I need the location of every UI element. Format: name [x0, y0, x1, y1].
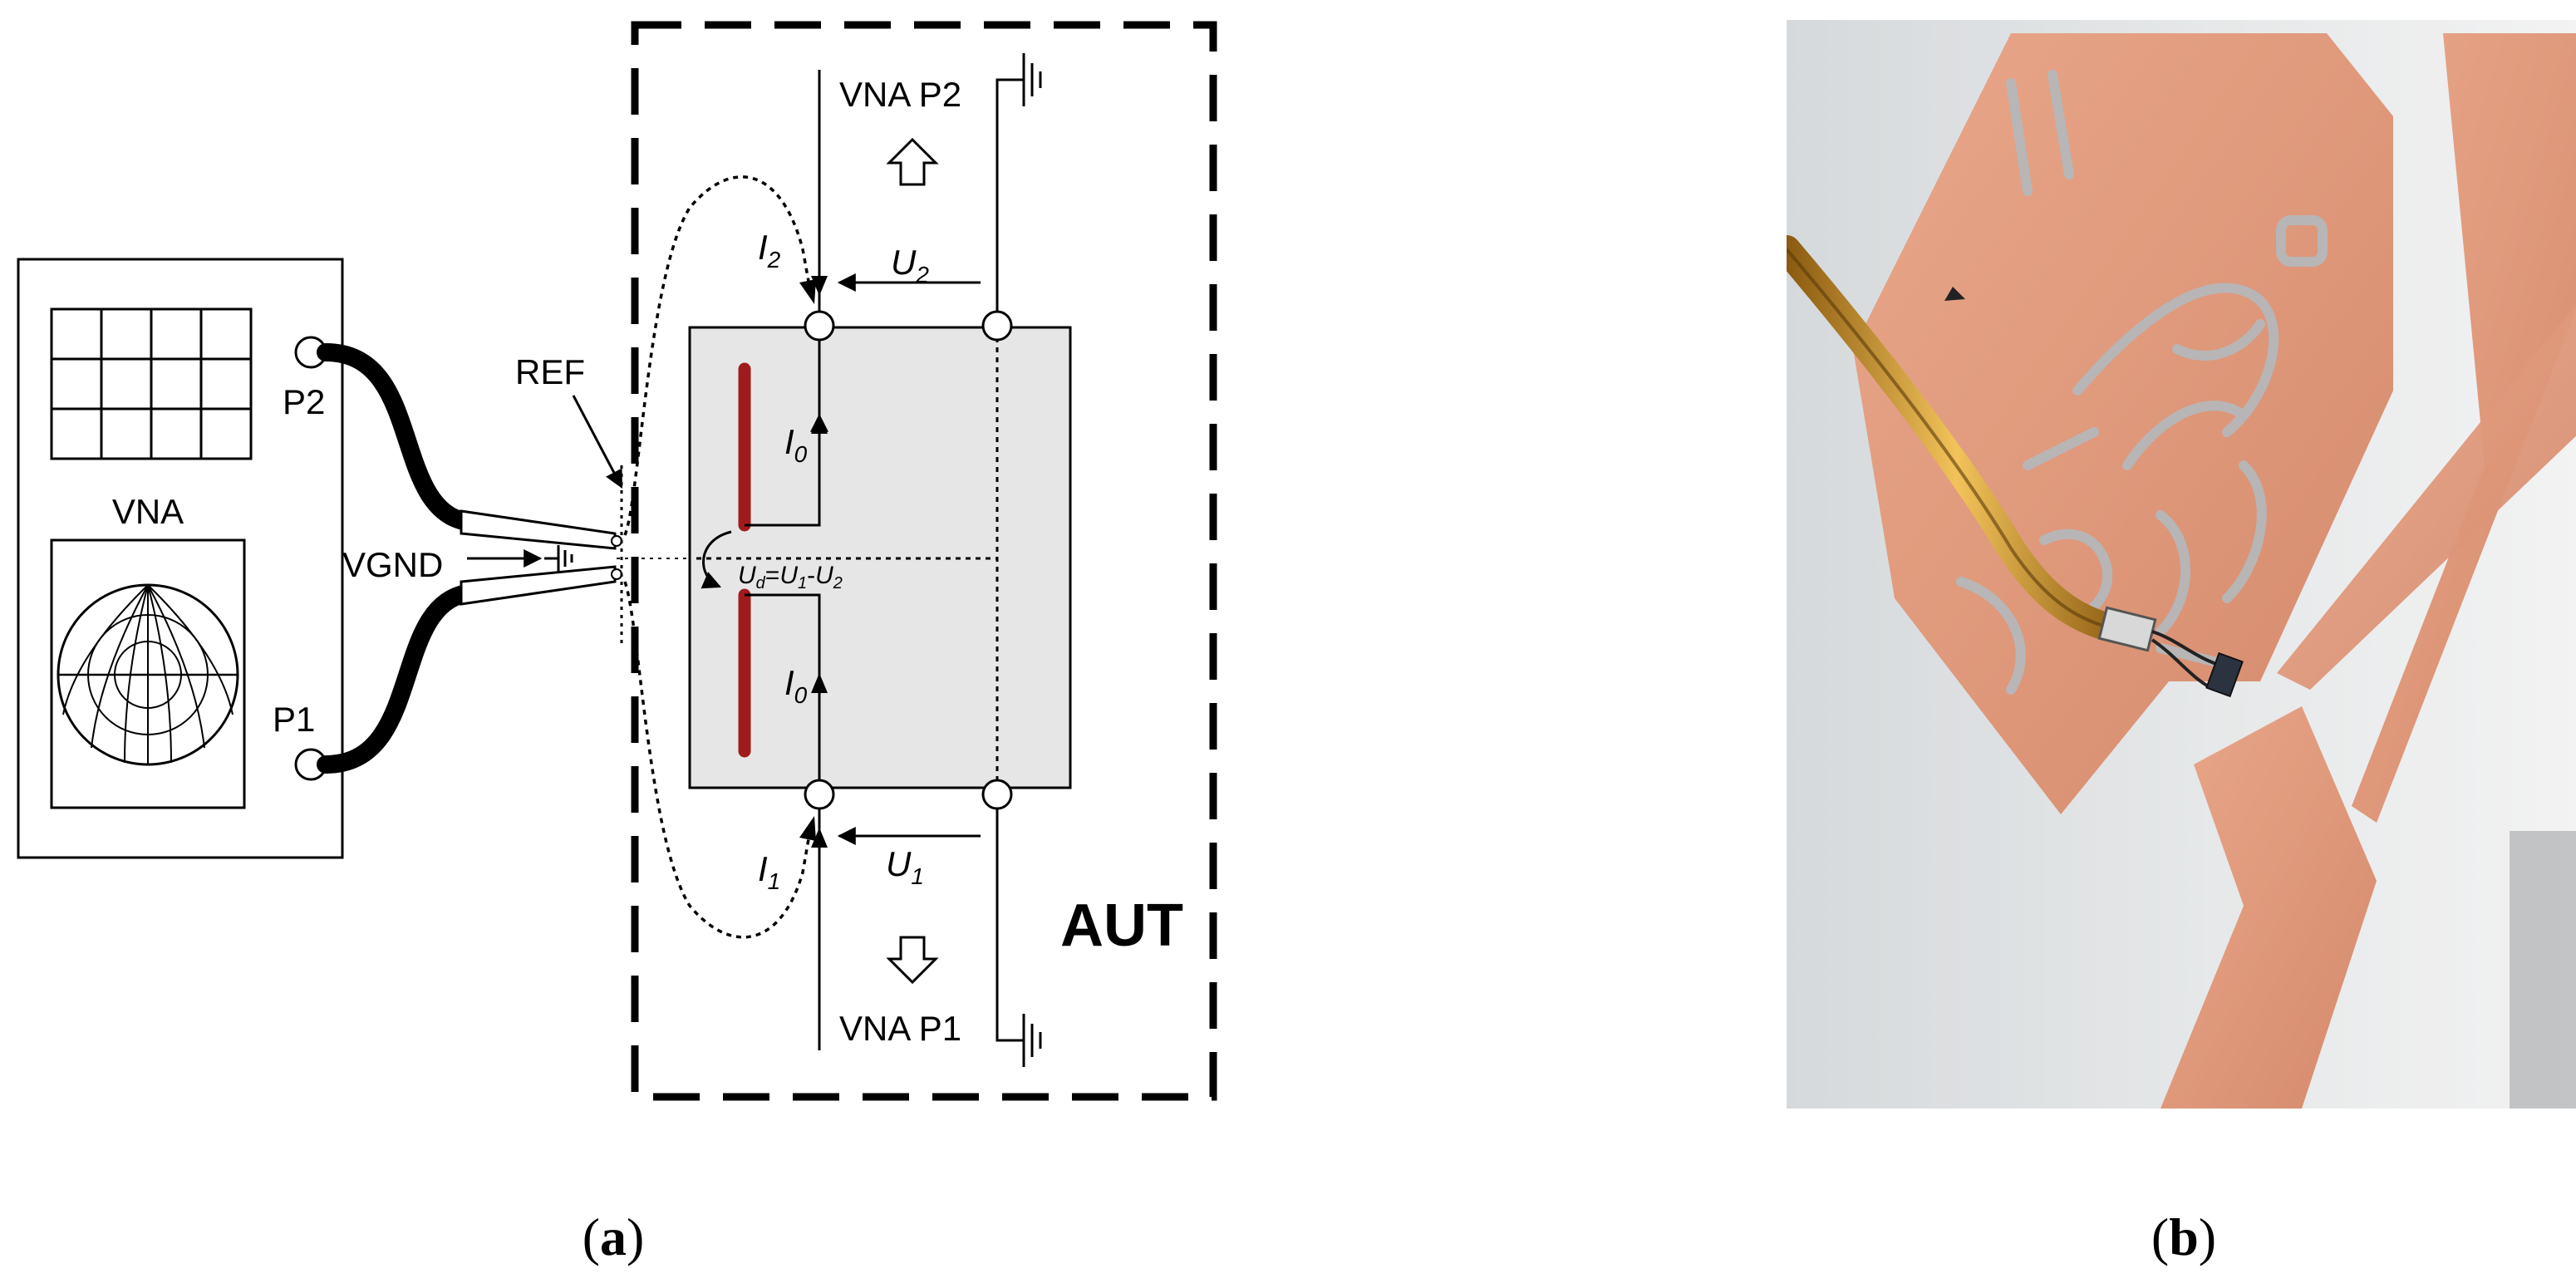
antenna-strip-right-upper: [2352, 33, 2576, 823]
dotted-path-bottom: [623, 581, 811, 939]
port2-ground-line: [995, 78, 1024, 312]
panel-b-photo: [1787, 20, 2576, 1109]
ref-arrow: [572, 395, 623, 489]
probe-tip-top: [460, 509, 617, 550]
terminal-top-left: [804, 310, 835, 342]
voltage-u2: U2: [891, 243, 929, 288]
vna-instrument: VNA P2 P1: [17, 258, 344, 859]
aut-box: [631, 21, 1217, 1101]
vna-title: VNA: [112, 492, 184, 531]
cable-p2: [317, 343, 476, 531]
cable-p1: [317, 584, 476, 774]
caption-a: (a): [583, 1207, 645, 1266]
current-i0-top: I0: [784, 422, 808, 467]
probe-tip-bottom: [460, 565, 617, 606]
voltage-ud-arrow: [701, 530, 732, 589]
port2-ground-icon: [1022, 53, 1042, 106]
voltage-u1: U1: [886, 844, 924, 889]
terminal-bottom-right: [981, 779, 1013, 810]
up-arrow-icon: [886, 137, 939, 186]
vna-display-grid-icon: [50, 307, 253, 460]
bottom-port-label: VNA P1: [839, 1009, 961, 1048]
down-arrow-icon: [886, 936, 939, 985]
feed-line-top: [745, 326, 821, 527]
port1-ground-line: [995, 809, 1024, 1042]
vgnd-label: VGND: [342, 545, 443, 584]
circuit-traces: [1956, 70, 2328, 695]
coax-cables: [317, 343, 622, 774]
marker-triangle-icon: [1944, 287, 1965, 301]
antenna-strip-lower: [2161, 706, 2377, 1109]
current-i0-bottom: I0: [784, 663, 808, 708]
vgnd-ground-icon: [544, 545, 573, 572]
aut-label: AUT: [1060, 892, 1183, 959]
balun-chip-icon: [2205, 651, 2244, 698]
smith-chart-icon: [50, 538, 246, 809]
probe-connector: [2097, 606, 2157, 652]
dotted-path-top: [623, 175, 811, 536]
port1-ground-icon: [1022, 1014, 1042, 1067]
voltage-ud: Ud=U1-U2: [738, 562, 843, 592]
current-i1: I1: [758, 849, 780, 894]
terminal-top-right: [981, 310, 1013, 342]
vna-port-p1-label: P1: [273, 700, 315, 739]
antenna-arm-left: [1853, 33, 2393, 814]
ref-label: REF: [515, 352, 585, 391]
panel-a: VNA P2 P1: [17, 21, 1217, 1101]
terminal-bottom-left: [804, 779, 835, 810]
caption-b: (b): [2151, 1207, 2216, 1266]
feed-line-bottom: [745, 593, 821, 794]
vna-port-p2-label: P2: [283, 382, 325, 421]
top-port-label: VNA P2: [839, 75, 961, 114]
current-i2: I2: [758, 228, 781, 273]
